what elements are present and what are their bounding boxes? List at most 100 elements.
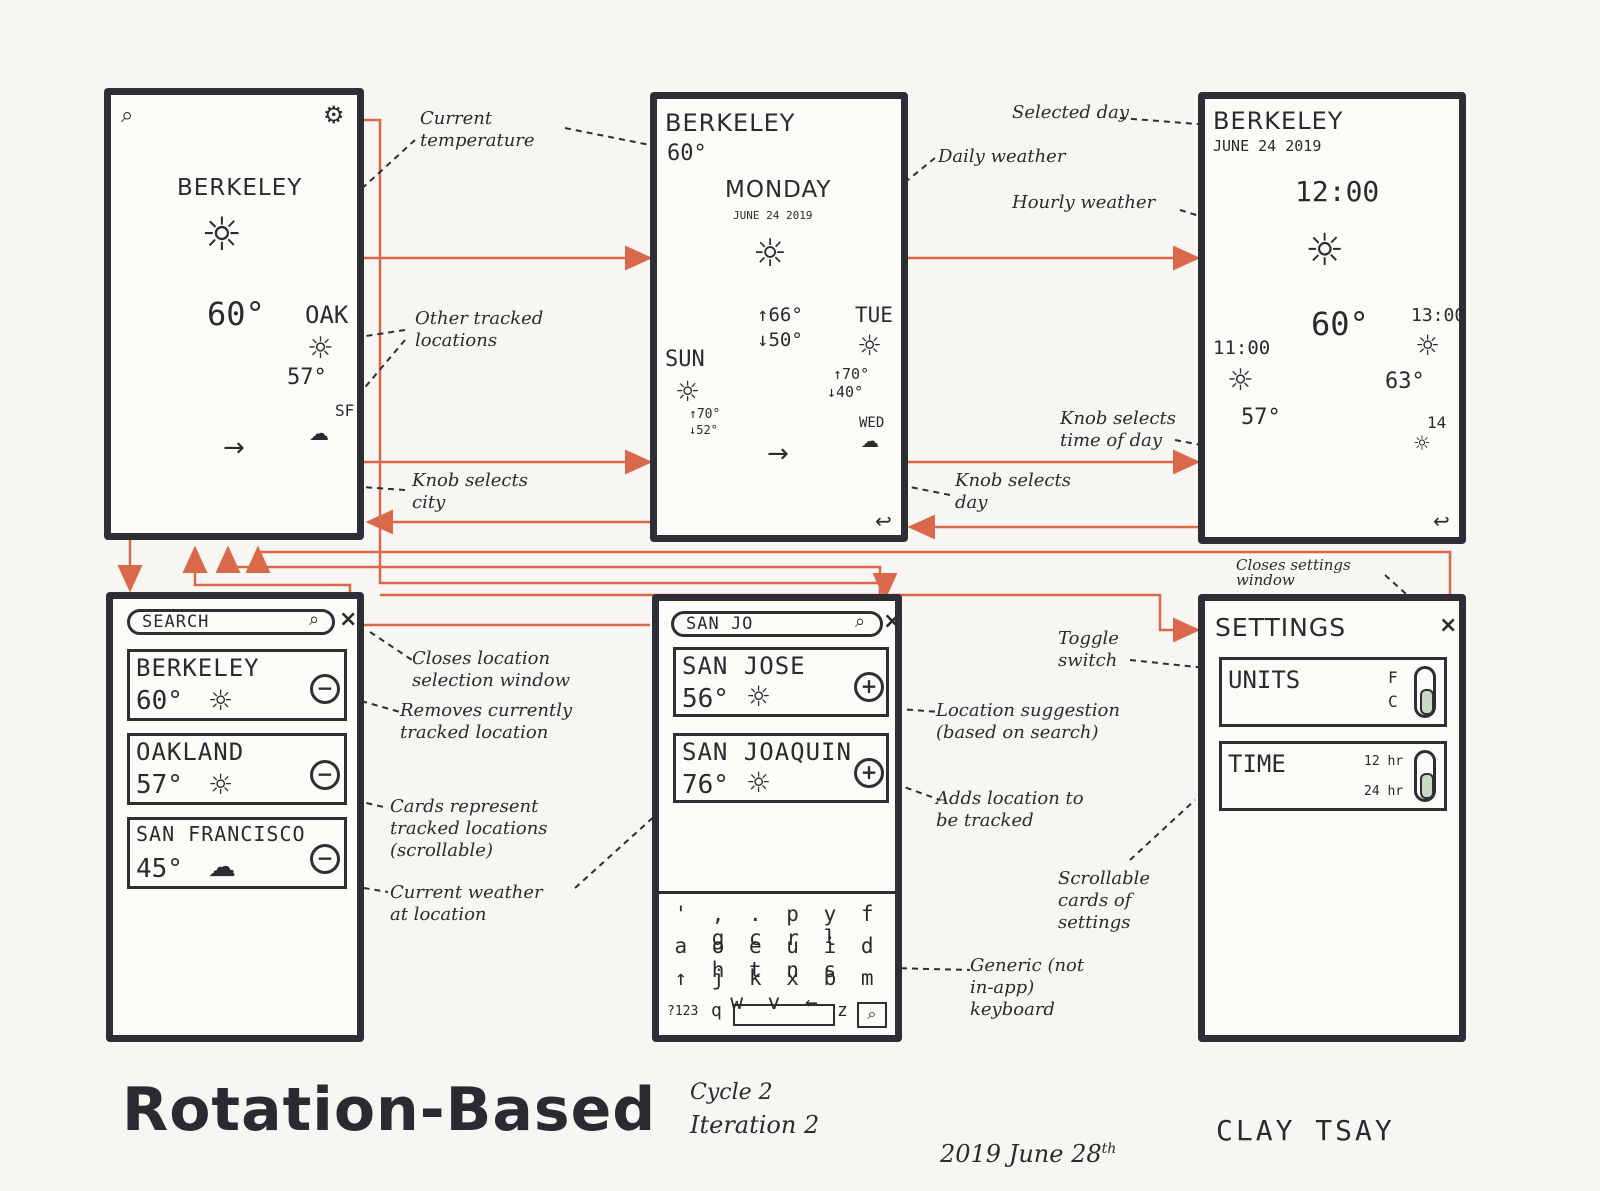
oak-label: OAK bbox=[305, 301, 349, 329]
annotation-knob-city: Knob selects city bbox=[412, 470, 528, 513]
annotation-closes-location: Closes location selection window bbox=[412, 648, 571, 691]
left-time: 11:00 bbox=[1213, 337, 1271, 359]
location-temp: 56° bbox=[682, 684, 729, 714]
location-suggestion-card[interactable]: SAN JOSE 56° ☼ + bbox=[673, 647, 889, 717]
gear-icon[interactable]: ⚙ bbox=[323, 101, 345, 129]
remove-button[interactable]: − bbox=[310, 760, 340, 790]
z-key[interactable]: z bbox=[837, 1000, 848, 1021]
time-label: 12:00 bbox=[1295, 175, 1380, 208]
day-label: MONDAY bbox=[725, 177, 832, 203]
units-label: UNITS bbox=[1228, 666, 1301, 694]
sun-icon: ☼ bbox=[675, 375, 701, 408]
sun-high: ↑70° bbox=[689, 407, 721, 422]
search-input[interactable]: SAN JO bbox=[671, 611, 883, 637]
low-temp: ↓50° bbox=[757, 329, 803, 351]
location-card[interactable]: BERKELEY 60° ☼ − bbox=[127, 649, 347, 721]
units-top-option: F bbox=[1388, 668, 1398, 687]
annotation-current-weather: Current weather at location bbox=[390, 882, 543, 925]
cloud-icon: ☁ bbox=[208, 850, 236, 883]
q-key[interactable]: q bbox=[711, 1000, 722, 1021]
annotation-scrollable-settings: Scrollable cards of settings bbox=[1058, 868, 1151, 933]
tue-label: TUE bbox=[855, 303, 893, 327]
screen-settings: SETTINGS × UNITS F C TIME 12 hr 24 hr bbox=[1198, 594, 1466, 1042]
sun-icon: ☼ bbox=[201, 207, 243, 261]
keyboard-row-1[interactable]: ' , . p y f g c r l bbox=[674, 902, 880, 950]
footer-cycle: Cycle 2 bbox=[690, 1080, 773, 1105]
sun-icon: ☼ bbox=[1413, 431, 1431, 455]
annotation-cards-represent: Cards represent tracked locations (scrol… bbox=[390, 796, 548, 861]
back-icon[interactable]: ↩ bbox=[875, 509, 892, 533]
annotation-hourly-weather: Hourly weather bbox=[1012, 192, 1156, 213]
back-icon[interactable]: ↩ bbox=[1433, 509, 1450, 533]
close-icon[interactable]: × bbox=[1439, 613, 1458, 638]
annotation-location-suggestion: Location suggestion (based on search) bbox=[936, 700, 1120, 743]
city-label: BERKELEY bbox=[177, 175, 303, 201]
right-temp: 63° bbox=[1385, 369, 1425, 394]
footer-author: CLAY TSAY bbox=[1216, 1114, 1395, 1147]
right-time: 13:00 bbox=[1411, 305, 1466, 326]
sun-icon: ☼ bbox=[746, 680, 772, 713]
annotation-closes-settings: Closes settings window bbox=[1236, 556, 1351, 589]
location-name: SAN FRANCISCO bbox=[136, 822, 306, 846]
remove-button[interactable]: − bbox=[310, 674, 340, 704]
close-icon[interactable]: × bbox=[339, 607, 358, 632]
location-name: OAKLAND bbox=[136, 738, 245, 766]
screen-city-dial: ⌕ ⚙ BERKELEY ☼ 60° OAK ☼ 57° SF ☁ → bbox=[104, 88, 364, 540]
wed-label: WED bbox=[859, 415, 885, 431]
location-card[interactable]: SAN FRANCISCO 45° ☁ − bbox=[127, 817, 347, 889]
location-name: BERKELEY bbox=[136, 654, 260, 682]
sun-day-label: SUN bbox=[665, 347, 705, 372]
sun-icon: ☼ bbox=[857, 329, 883, 362]
current-temp: 60° bbox=[1311, 305, 1369, 343]
screen-location-list: SEARCH ⌕ × BERKELEY 60° ☼ − OAKLAND 57° … bbox=[106, 592, 364, 1042]
knob-arrow[interactable]: → bbox=[767, 439, 789, 469]
keyboard-row-3[interactable]: ↑ j k x b m w v ← bbox=[674, 966, 880, 1014]
high-temp: ↑66° bbox=[757, 304, 803, 326]
oak-temp: 57° bbox=[287, 365, 327, 390]
sun-icon: ☼ bbox=[1415, 329, 1441, 362]
time-toggle-switch[interactable] bbox=[1414, 750, 1436, 802]
remove-button[interactable]: − bbox=[310, 844, 340, 874]
location-card[interactable]: OAKLAND 57° ☼ − bbox=[127, 733, 347, 805]
add-location-button[interactable]: + bbox=[854, 672, 884, 702]
footer-title: Rotation-Based bbox=[122, 1075, 657, 1145]
sun-icon: ☼ bbox=[208, 768, 234, 801]
units-bottom-option: C bbox=[1388, 692, 1398, 711]
annotation-knob-time: Knob selects time of day bbox=[1060, 408, 1176, 451]
search-key[interactable]: ⌕ bbox=[857, 1002, 887, 1028]
search-icon[interactable]: ⌕ bbox=[309, 609, 320, 630]
sun-low: ↓52° bbox=[689, 423, 718, 437]
location-suggestion-card[interactable]: SAN JOAQUIN 76° ☼ + bbox=[673, 733, 889, 803]
space-bar[interactable] bbox=[733, 1004, 835, 1026]
search-icon[interactable]: ⌕ bbox=[121, 103, 134, 128]
close-icon[interactable]: × bbox=[883, 609, 902, 634]
current-temp: 60° bbox=[667, 141, 707, 166]
sun-icon: ☼ bbox=[746, 766, 772, 799]
settings-card-time: TIME 12 hr 24 hr bbox=[1219, 741, 1447, 811]
sun-icon: ☼ bbox=[208, 684, 234, 717]
time-bottom-option: 24 hr bbox=[1364, 784, 1404, 799]
location-temp: 45° bbox=[136, 854, 183, 884]
search-input[interactable]: SEARCH bbox=[127, 609, 335, 635]
knob-arrow[interactable]: → bbox=[223, 433, 245, 463]
search-icon[interactable]: ⌕ bbox=[855, 611, 866, 632]
annotation-knob-day: Knob selects day bbox=[955, 470, 1071, 513]
symbols-key[interactable]: ?123 bbox=[667, 1004, 699, 1019]
screen-search-results: SAN JO ⌕ × SAN JOSE 56° ☼ + SAN JOAQUIN … bbox=[652, 594, 902, 1042]
sf-label: SF bbox=[335, 401, 355, 420]
footer-iteration: Iteration 2 bbox=[690, 1111, 820, 1139]
location-temp: 76° bbox=[682, 770, 729, 800]
location-name: SAN JOSE bbox=[682, 652, 806, 680]
footer-date-main: 2019 June 28 bbox=[940, 1140, 1102, 1168]
location-temp: 57° bbox=[136, 770, 183, 800]
keyboard[interactable]: ' , . p y f g c r l a o e u i d h t n s … bbox=[659, 891, 895, 1040]
tue-low: ↓40° bbox=[827, 383, 864, 401]
add-location-button[interactable]: + bbox=[854, 758, 884, 788]
annotation-other-tracked: Other tracked locations bbox=[415, 308, 544, 351]
far-right-time: 14 bbox=[1427, 413, 1447, 432]
current-temp: 60° bbox=[207, 295, 265, 333]
sun-icon: ☼ bbox=[1305, 225, 1345, 276]
units-toggle-switch[interactable] bbox=[1414, 666, 1436, 718]
cloud-icon: ☁ bbox=[309, 421, 329, 445]
keyboard-row-2[interactable]: a o e u i d h t n s bbox=[674, 934, 880, 982]
